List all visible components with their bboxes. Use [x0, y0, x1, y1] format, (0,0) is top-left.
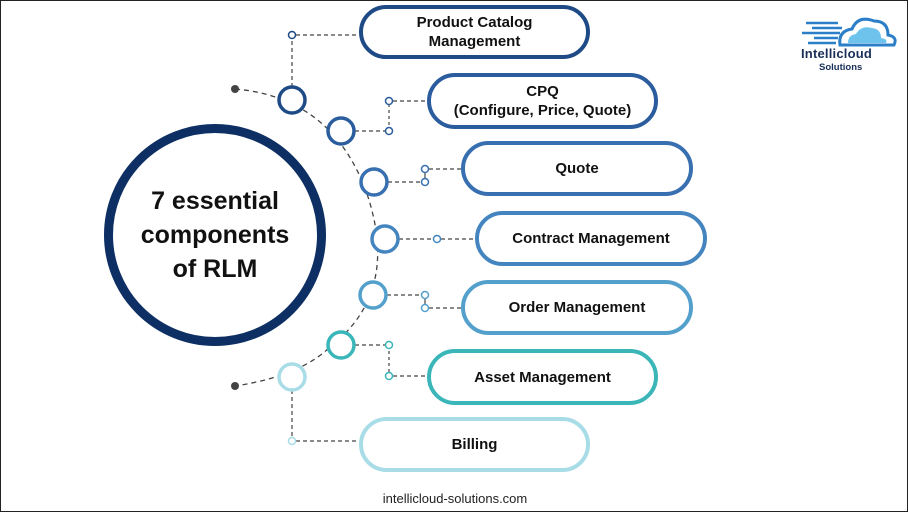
cloud-logo-icon [802, 17, 897, 47]
component-label: Order Management [508, 299, 646, 316]
arc-node-5 [358, 280, 388, 310]
component-cpq: CPQ (Configure, Price, Quote) [427, 73, 658, 129]
component-contract-management: Contract Management [475, 211, 707, 266]
arc-node-7 [277, 362, 307, 392]
component-label: Contract Management [512, 230, 670, 247]
component-label: Billing [451, 436, 498, 453]
component-product-catalog: Product Catalog Management [359, 5, 590, 59]
connector-2 [355, 96, 427, 136]
component-label: CPQ [526, 83, 559, 100]
connector-6 [355, 340, 427, 381]
center-title-line2: components [140, 221, 290, 249]
component-billing: Billing [359, 417, 590, 472]
component-label: Asset Management [474, 368, 611, 386]
component-label-line2: Management [428, 33, 521, 50]
center-title: 7 essential components of RLM [141, 184, 290, 286]
arc-start-dot [231, 85, 239, 93]
timeline-arc [234, 88, 379, 387]
footer-website: intellicloud-solutions.com [382, 491, 528, 506]
component-quote: Quote [461, 141, 693, 196]
connector-5 [387, 290, 461, 313]
brand-name: Intellicloud [801, 46, 873, 61]
connector-7 [287, 390, 359, 446]
arc-node-3 [359, 167, 389, 197]
connector-3 [388, 164, 461, 187]
component-order-management: Order Management [461, 280, 693, 335]
connector-1 [287, 30, 359, 87]
component-label-line2: (Configure, Price, Quote) [453, 102, 632, 119]
component-asset-management: Asset Management [427, 349, 658, 405]
arc-node-1 [277, 85, 307, 115]
center-title-line1: 7 essential [151, 187, 279, 215]
brand-subtitle: Solutions [819, 62, 863, 73]
arc-node-4 [370, 224, 400, 254]
arc-node-6 [326, 330, 356, 360]
center-title-line3: of RLM [172, 255, 258, 283]
arc-node-2 [326, 116, 356, 146]
component-label: Quote [555, 160, 599, 177]
arc-end-dot [231, 382, 239, 390]
connector-4 [399, 234, 475, 244]
component-label: Product Catalog [416, 14, 533, 31]
center-circle: 7 essential components of RLM [104, 124, 326, 346]
